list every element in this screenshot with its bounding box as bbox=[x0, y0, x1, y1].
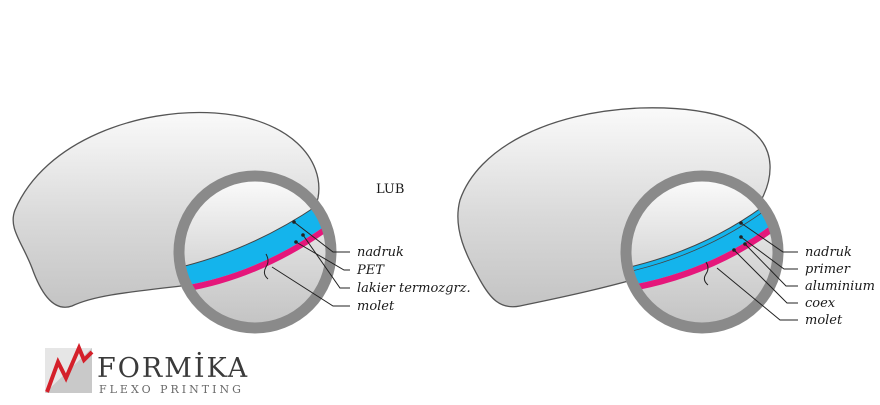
logo-mark-icon bbox=[45, 342, 94, 393]
left-roller-ring bbox=[173, 170, 337, 334]
left-label-pet: PET bbox=[356, 263, 385, 278]
left-assembly: nadruk PET lakier termozgrz. molet bbox=[12, 111, 471, 334]
left-label-lakier: lakier termozgrz. bbox=[357, 281, 471, 296]
left-film-pet-layer bbox=[184, 205, 326, 291]
right-label-nadruk: nadruk bbox=[805, 245, 852, 260]
right-roller-ring bbox=[620, 170, 784, 334]
right-label-coex: coex bbox=[805, 296, 836, 311]
right-assembly: nadruk primer aluminium coex molet bbox=[457, 107, 875, 334]
right-label-molet: molet bbox=[805, 313, 843, 328]
left-label-molet: molet bbox=[357, 299, 395, 314]
left-label-nadruk: nadruk bbox=[357, 245, 404, 260]
right-label-aluminium: aluminium bbox=[805, 279, 875, 294]
formika-logo: FORMİKA FLEXO PRINTING bbox=[45, 342, 249, 396]
left-leader-lines bbox=[263, 221, 350, 307]
right-label-primer: primer bbox=[805, 262, 851, 277]
right-leader-lines bbox=[703, 222, 798, 321]
logo-brand-name: FORMİKA bbox=[97, 351, 249, 384]
right-aluminium-layer bbox=[631, 209, 773, 292]
center-label-lub: LUB bbox=[376, 182, 404, 197]
logo-tagline: FLEXO PRINTING bbox=[99, 383, 244, 396]
